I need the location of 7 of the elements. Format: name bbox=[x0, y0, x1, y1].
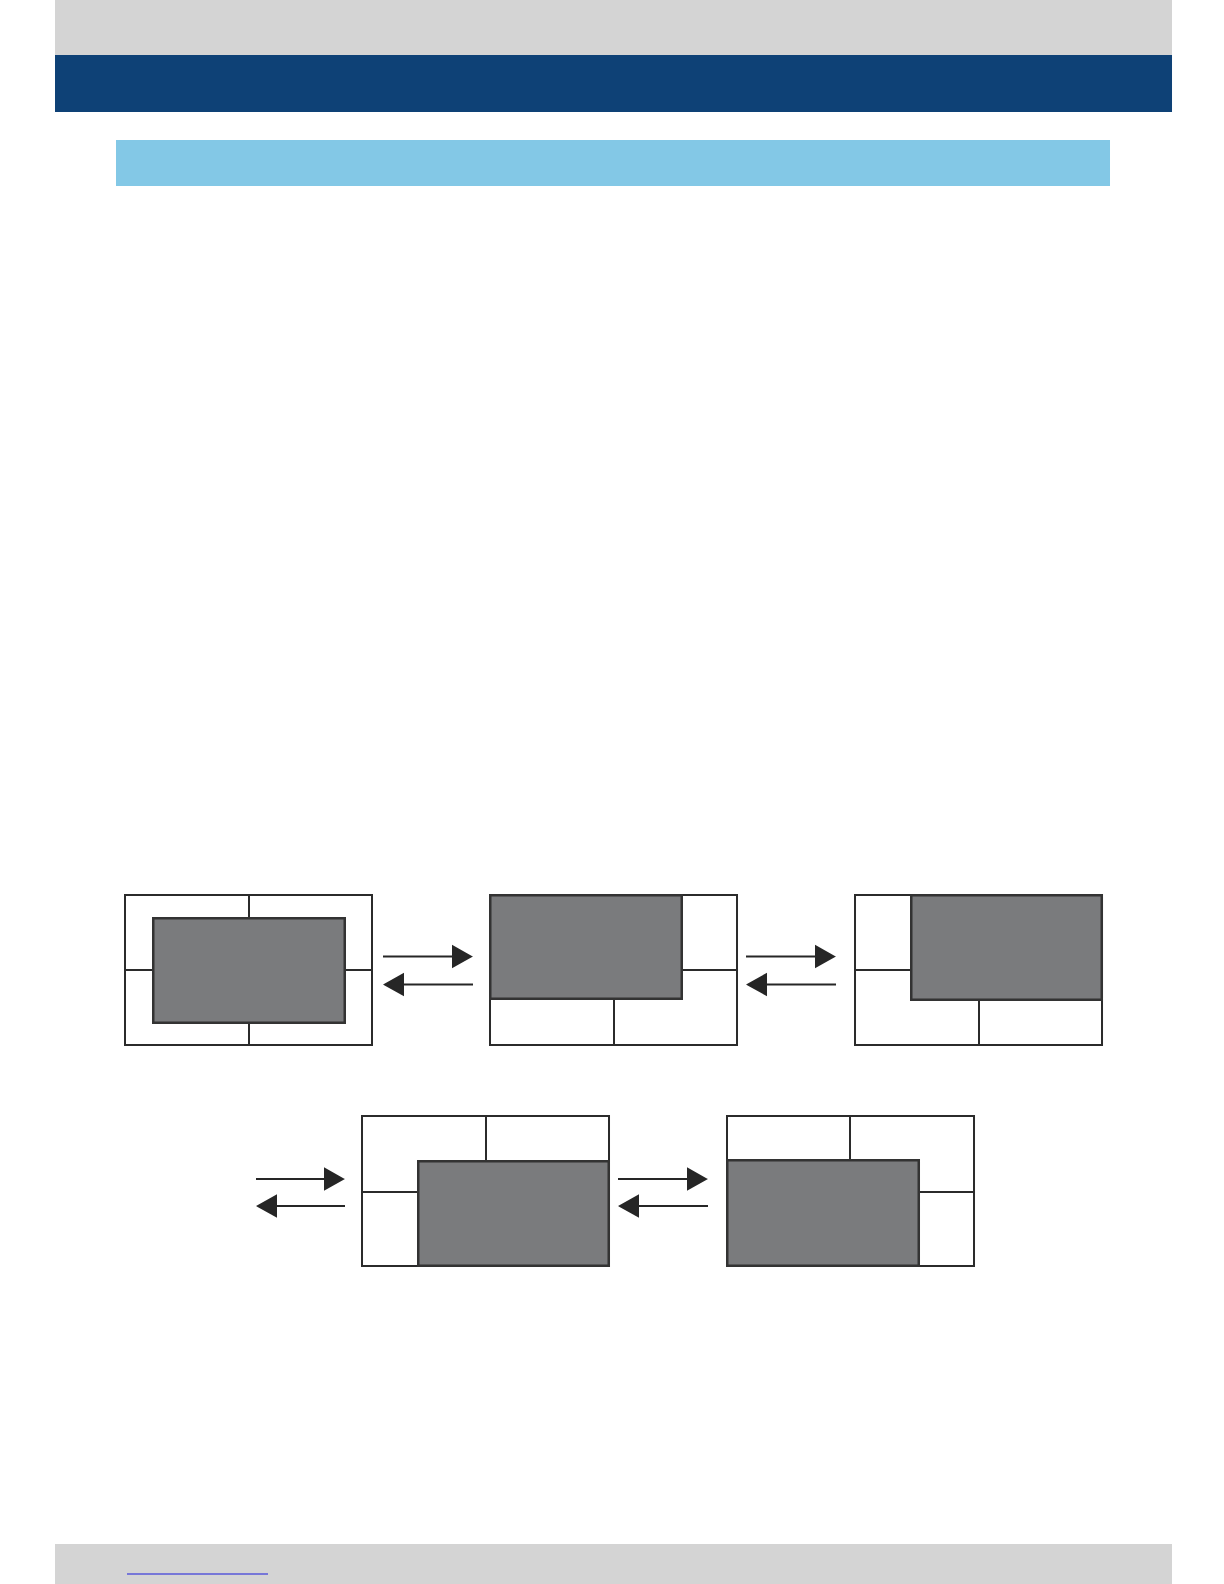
section-banner bbox=[116, 140, 1110, 186]
inset-window bbox=[489, 894, 683, 1000]
inset-window bbox=[417, 1160, 610, 1267]
inset-window bbox=[152, 917, 346, 1024]
inset-window bbox=[726, 1159, 920, 1267]
inset-window bbox=[910, 894, 1103, 1001]
title-banner bbox=[55, 55, 1172, 112]
